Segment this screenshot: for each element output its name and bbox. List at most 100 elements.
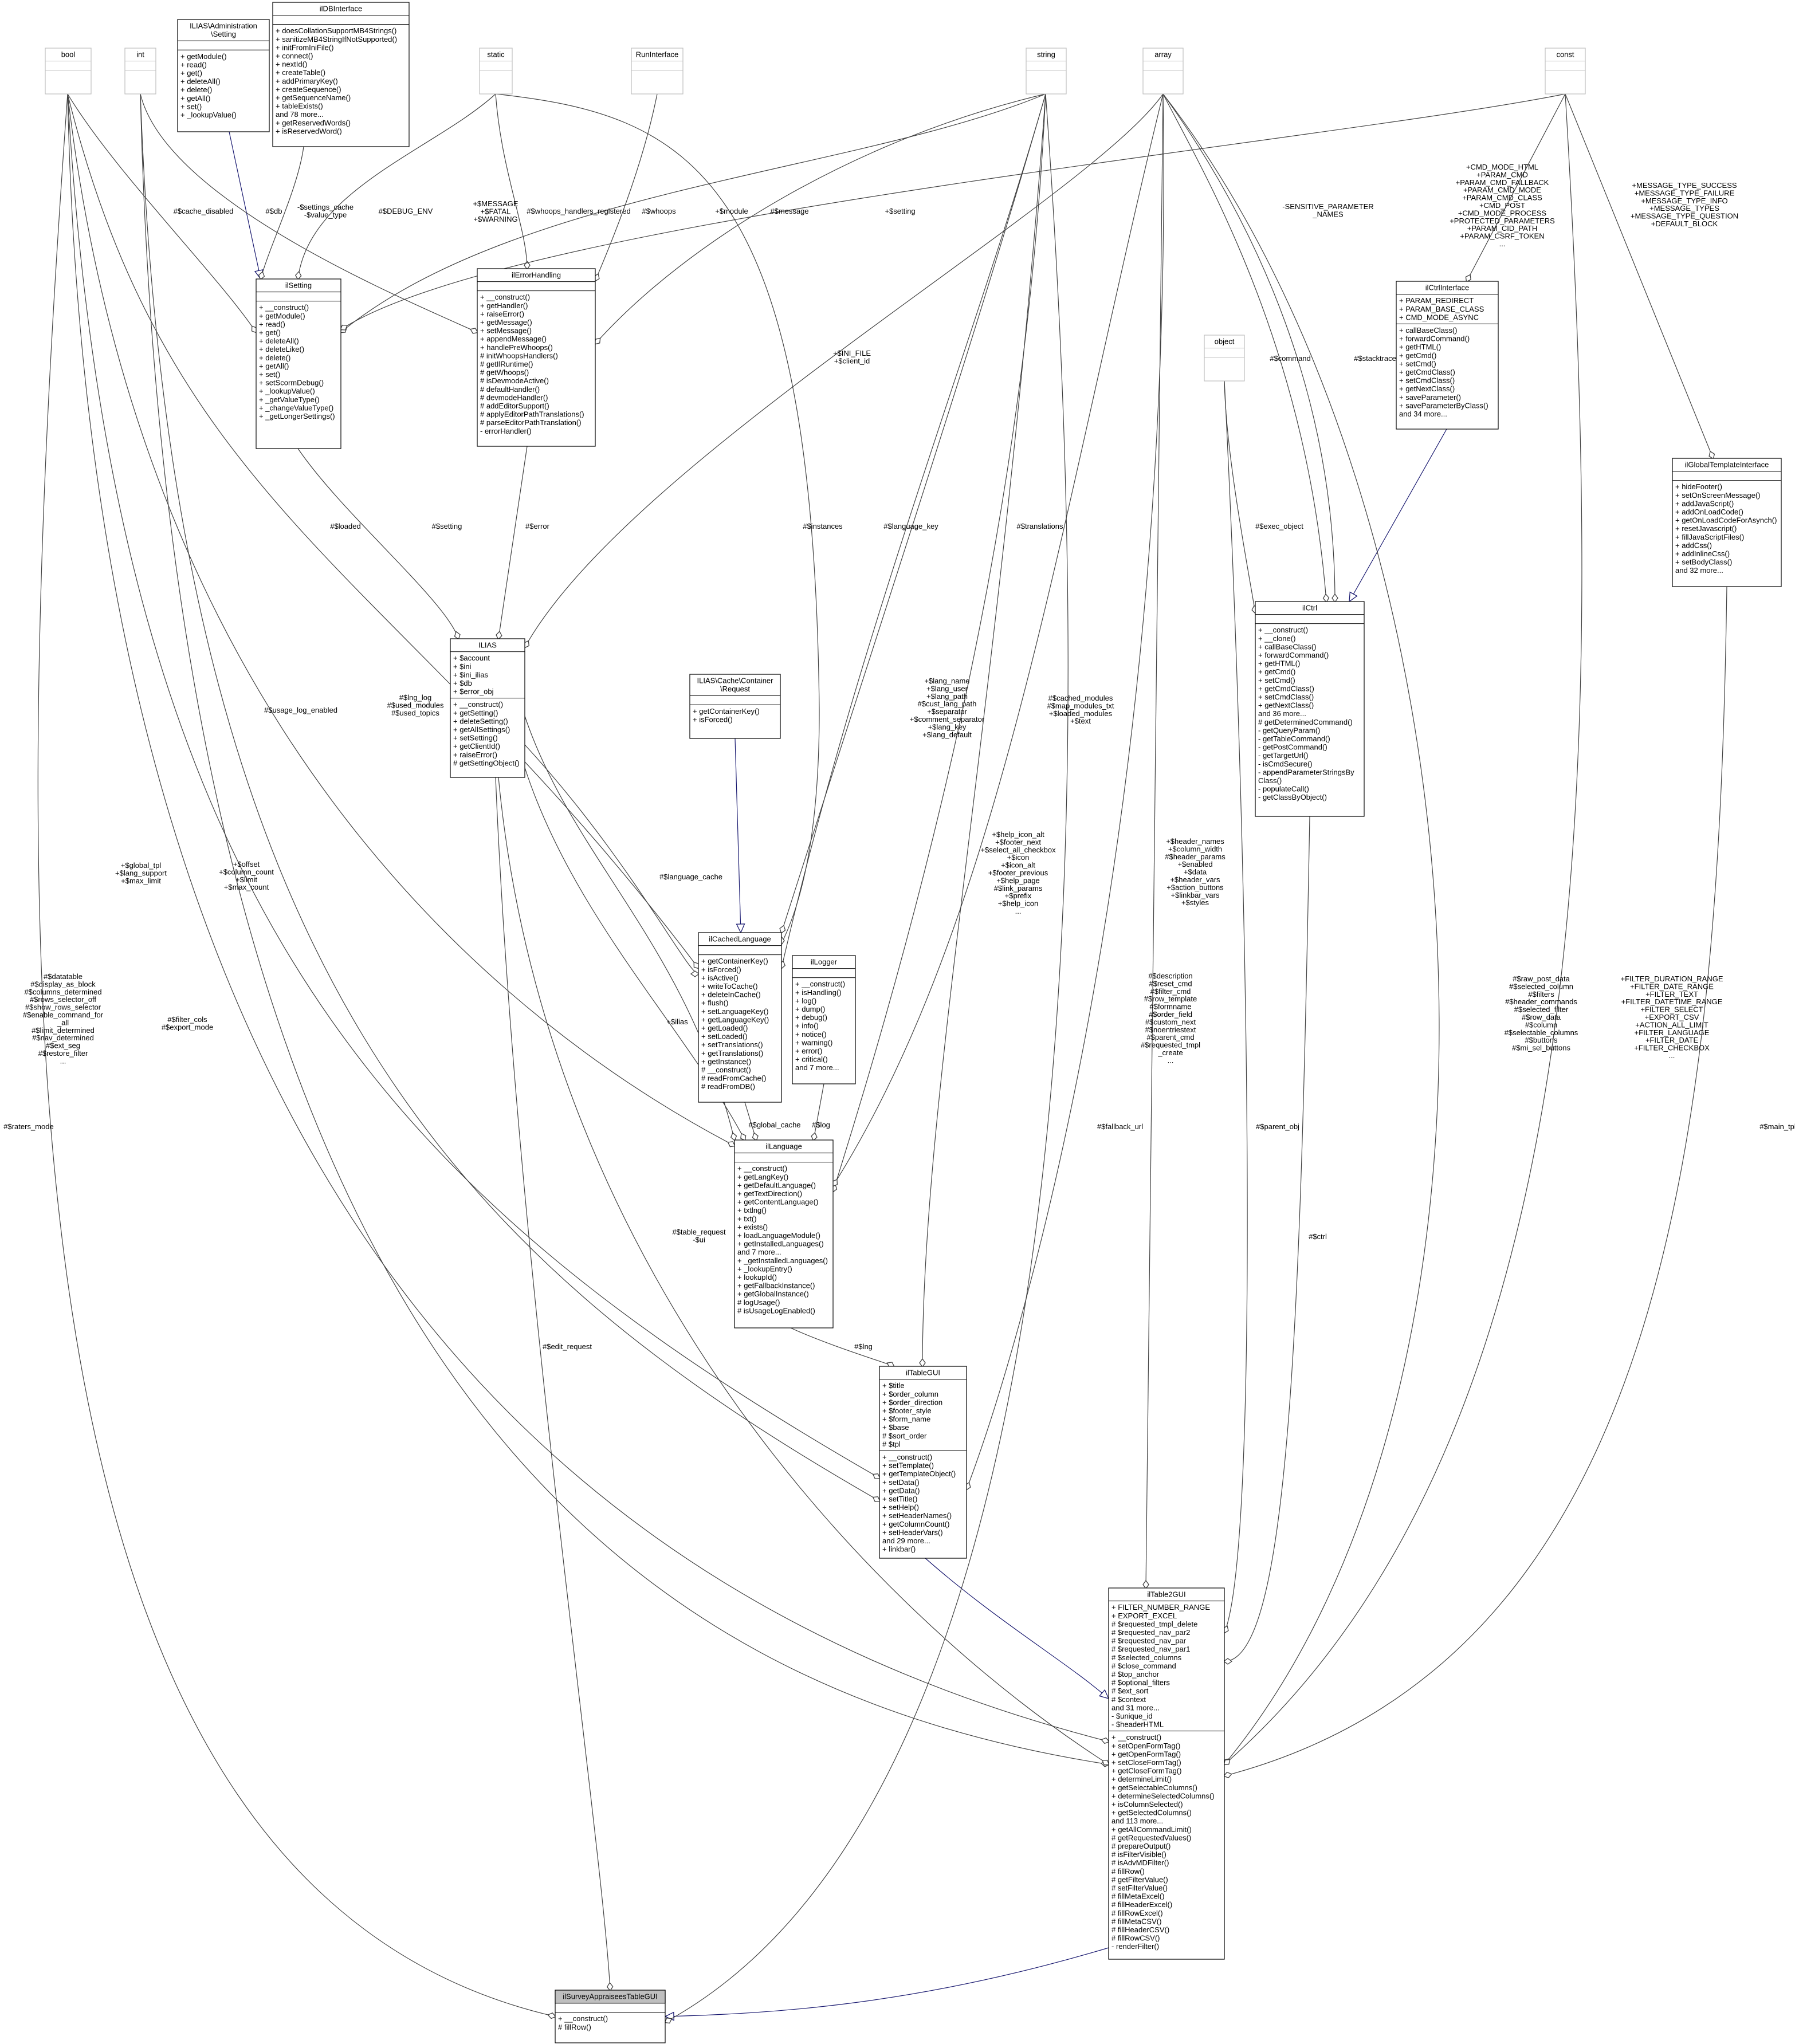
class-title: ILIAS: [478, 641, 497, 650]
class-method: # isUsageLogEnabled(): [737, 1306, 815, 1315]
edge-label-description: #$noentriestext: [1145, 1025, 1196, 1034]
edge-cached-modules: [833, 93, 1164, 1186]
class-method: + getSelectedColumns(): [1111, 1809, 1192, 1817]
class-method: + read(): [180, 60, 207, 69]
edge-label-usage-log: #$usage_log_enabled: [264, 706, 337, 714]
edge-label-description: #$requested_tmpl: [1141, 1041, 1200, 1049]
class-method: + deleteAll(): [180, 77, 221, 86]
edge-label-lng: #$lng: [854, 1342, 873, 1351]
edge-label-datatable: #$display_as_block: [30, 980, 96, 988]
class-method: + setOnScreenMessage(): [1675, 491, 1760, 500]
edge-label-edit-request: #$edit_request: [543, 1342, 592, 1351]
edge-label-lang-name: +$comment_separator: [910, 715, 985, 724]
class-method: + getCmd(): [1399, 351, 1436, 360]
edge-debug-env: [140, 93, 477, 332]
class-method: + __construct(): [737, 1164, 787, 1173]
class-attribute: + PARAM_REDIRECT: [1399, 296, 1474, 305]
edge-label-datatable: #$datatable: [44, 972, 83, 981]
edge-db: [261, 146, 304, 279]
edge-label-filter-cols: #$export_mode: [162, 1023, 213, 1031]
class-method: + getFallbackInstance(): [737, 1282, 815, 1290]
class-attribute: # $close_command: [1111, 1661, 1176, 1670]
class-node-static: static: [479, 48, 513, 95]
edge-label-help-icon: +$prefix: [1005, 891, 1032, 900]
edge-label-description: #$parent_cmd: [1146, 1033, 1194, 1041]
class-method: + isColumnSelected(): [1111, 1800, 1183, 1809]
class-attribute: # $optional_filters: [1111, 1679, 1170, 1687]
class-title: ilDBInterface: [320, 5, 362, 13]
class-method: # addEditorSupport(): [480, 402, 549, 410]
edge-label-datatable: #$show_rows_selector: [25, 1003, 101, 1012]
edge-label-cmd-consts: +PARAM_CMD_MODE: [1463, 186, 1541, 194]
edge-label-description: #$formname: [1150, 1003, 1192, 1011]
edge-raters-mode: [37, 93, 555, 2017]
edge-label-lng-log: #$used_modules: [387, 701, 444, 709]
edge-label-message-fatal: +$MESSAGE: [473, 199, 518, 208]
edge-filter-consts: [1224, 93, 1582, 1764]
class-method: + isActive(): [701, 973, 739, 982]
class-method: # fillRow(): [1111, 1867, 1145, 1876]
class-box: [792, 955, 856, 1084]
class-node-int: int: [124, 48, 156, 95]
class-method: + appendMessage(): [480, 335, 547, 343]
class-method: + setTranslations(): [701, 1040, 763, 1049]
class-box: [272, 2, 410, 147]
class-method: + determineLimit(): [1111, 1775, 1172, 1783]
class-method: + setLanguageKey(): [701, 1007, 768, 1016]
class-method: # applyEditorPathTranslations(): [480, 410, 584, 419]
class-attribute: + $footer_style: [882, 1406, 932, 1415]
edge-label-help-icon: +$footer_next: [995, 838, 1041, 846]
class-method: + get(): [180, 69, 202, 77]
class-method: + setOpenFormTag(): [1111, 1742, 1180, 1750]
edge-cmd-consts: [1467, 93, 1566, 281]
class-method: # readFromCache(): [701, 1074, 766, 1083]
class-method: + getCloseFormTag(): [1111, 1767, 1181, 1775]
class-node-ilsurveyappraiseestablegui: ilSurveyAppraiseesTableGUI+ __construct(…: [555, 1990, 666, 2043]
edge-edit-request: [495, 777, 610, 1990]
class-method: + getOpenFormTag(): [1111, 1750, 1181, 1758]
edge-label-lang-name: +$lang_path: [926, 692, 968, 701]
class-method: and 113 more...: [1111, 1817, 1163, 1825]
class-box: [124, 48, 156, 95]
class-title: ilTableGUI: [906, 1369, 940, 1377]
class-method: + deleteSetting(): [453, 717, 508, 725]
class-node-runinterface: RunInterface: [631, 48, 684, 95]
class-method: # getFilterValue(): [1111, 1875, 1168, 1884]
edge-label-help-icon: +$help_page: [996, 876, 1040, 885]
class-method: - isCmdSecure(): [1258, 760, 1313, 768]
class-method: # setFilterValue(): [1111, 1884, 1168, 1892]
class-method: - getTableCommand(): [1258, 734, 1330, 743]
class-method: + getModule(): [180, 52, 227, 61]
class-method: + isForced(): [693, 715, 733, 724]
class-box: [477, 268, 596, 447]
edge-label-filter-consts: +FILTER_DATE: [1645, 1036, 1699, 1044]
edge-label-help-icon: +$icon: [1007, 853, 1030, 862]
class-title: ILIAS\Administration: [190, 22, 257, 30]
edge-label-offset: +$column_count: [219, 867, 274, 876]
edge-label-message-types: +MESSAGE_TYPE_INFO: [1641, 196, 1727, 205]
class-attribute: # $sort_order: [882, 1432, 927, 1440]
class-method: + handlePreWhoops(): [480, 343, 553, 352]
class-method: + writeToCache(): [701, 982, 758, 990]
edge-label-debug-env: #$DEBUG_ENV: [379, 207, 433, 215]
edge-label-message-types: +MESSAGE_TYPE_SUCCESS: [1632, 181, 1737, 190]
class-method: - appendParameterStringsBy: [1258, 768, 1354, 776]
class-method: + read(): [259, 320, 285, 328]
class-method: + exists(): [737, 1223, 768, 1231]
edge-label-filter-consts: +FILTER_SELECT: [1640, 1005, 1703, 1014]
edge-label-raw-post: #$mi_sel_buttons: [1512, 1044, 1570, 1052]
class-method: + getHTML(): [1258, 659, 1300, 668]
class-method: Class(): [1258, 776, 1282, 785]
class-method: + getAll(): [180, 94, 210, 103]
class-method: + lookupId(): [737, 1273, 777, 1282]
class-method: + addPrimaryKey(): [276, 77, 338, 85]
class-method: + isReservedWord(): [276, 127, 342, 135]
edge-appraisees-inherits: [665, 1947, 1109, 2017]
edge-label-filter-consts: +ACTION_ALL_LIMIT: [1635, 1020, 1708, 1029]
class-method: + determineSelectedColumns(): [1111, 1791, 1215, 1800]
class-method: + __construct(): [259, 303, 309, 312]
edge-cachedlanguage-inherits: [735, 738, 741, 933]
class-node-array: array: [1142, 48, 1184, 95]
class-attribute: # $ext_sort: [1111, 1687, 1149, 1695]
class-box: [1545, 48, 1586, 95]
